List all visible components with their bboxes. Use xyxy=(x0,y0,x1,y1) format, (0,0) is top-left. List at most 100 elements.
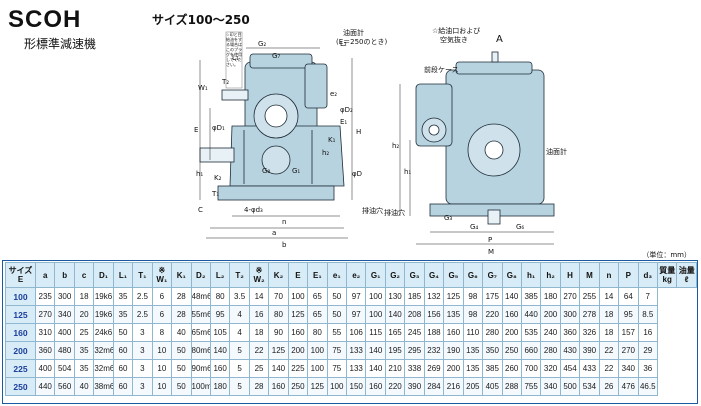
label-t1: T₁ xyxy=(211,190,219,198)
table-cell: 340 xyxy=(54,305,75,324)
table-cell: 232 xyxy=(423,341,445,360)
table-cell: 16 xyxy=(248,305,270,324)
table-cell: 400 xyxy=(54,323,75,342)
table-cell: 300 xyxy=(559,305,581,324)
column-header: b xyxy=(54,262,75,288)
table-cell: 288 xyxy=(501,377,522,396)
label-e1: E₁ xyxy=(340,118,347,126)
table-cell: 140 xyxy=(384,305,406,324)
row-size: 200 xyxy=(5,341,36,360)
column-header: K₁ xyxy=(171,262,192,288)
table-cell: 35 xyxy=(112,305,134,324)
label-k2: K₂ xyxy=(214,174,222,182)
column-header: G₇ xyxy=(482,262,503,288)
table-cell: 250 xyxy=(287,377,309,396)
size-range: サイズ100～250 xyxy=(152,13,250,27)
label-h2: h₂ xyxy=(322,149,329,157)
table-cell: 250 xyxy=(501,341,522,360)
table-cell: 440 xyxy=(520,305,542,324)
table-cell: 10 xyxy=(151,377,173,396)
table-cell: 284 xyxy=(423,377,445,396)
table-cell: 3 xyxy=(132,377,153,396)
column-header: G₃ xyxy=(404,262,425,288)
label-drain: 排油穴 xyxy=(362,206,383,215)
table-cell: 40 xyxy=(171,323,192,342)
table-cell: 270 xyxy=(618,341,639,360)
label-g2: G₂ xyxy=(258,40,266,48)
table-cell: 50 xyxy=(171,377,192,396)
table-cell: 95 xyxy=(209,305,231,324)
table-cell: 8.5 xyxy=(637,305,659,324)
table-cell: 50 xyxy=(326,305,348,324)
table-cell: 18 xyxy=(248,323,270,342)
column-header: 質量 kg xyxy=(656,262,678,288)
column-header: L₂ xyxy=(209,262,231,288)
table-cell: 28 xyxy=(171,305,192,324)
table-cell: 5 xyxy=(229,359,250,378)
table-cell: 7 xyxy=(637,287,659,306)
table-cell: 2.5 xyxy=(132,287,153,306)
label-c: C xyxy=(198,206,203,214)
table-cell: 28 xyxy=(248,377,270,396)
table-cell: 160 xyxy=(501,305,522,324)
table-cell: 25 xyxy=(73,323,95,342)
table-cell: 25 xyxy=(248,359,270,378)
label-m: M xyxy=(488,248,494,256)
table-cell: 360 xyxy=(559,323,581,342)
table-cell: 60 xyxy=(112,377,134,396)
table-cell: 340 xyxy=(618,359,639,378)
table-cell: 16 xyxy=(637,323,659,342)
label-g4: G₄ xyxy=(470,223,478,231)
column-header: G₈ xyxy=(501,262,522,288)
row-size: 250 xyxy=(5,377,36,396)
table-cell: 350 xyxy=(482,341,503,360)
table-cell: 19k6 xyxy=(93,305,114,324)
table-cell: 430 xyxy=(559,341,581,360)
table-cell: 188 xyxy=(423,323,445,342)
table-cell: 140 xyxy=(268,359,289,378)
plug-note-text: ☆印と目給油をする場合はこのプラグを使用してください。 xyxy=(226,32,242,67)
label-w1: W₁ xyxy=(198,84,208,92)
table-cell: 220 xyxy=(384,377,406,396)
table-cell: 100 xyxy=(287,287,309,306)
table-cell: 65 xyxy=(307,305,328,324)
table-cell: 100 xyxy=(326,377,348,396)
table-cell: 32m6 xyxy=(93,359,114,378)
column-header: G₅ xyxy=(443,262,464,288)
table-cell: 5 xyxy=(229,377,250,396)
column-header: a xyxy=(34,262,56,288)
table-cell: 135 xyxy=(462,341,484,360)
label-h: H xyxy=(356,128,361,136)
label-n: n xyxy=(282,218,286,226)
table-cell: 125 xyxy=(287,305,309,324)
table-cell: 4 xyxy=(229,323,250,342)
table-cell: 205 xyxy=(462,377,484,396)
table-cell: 19k6 xyxy=(93,287,114,306)
column-header: T₂ xyxy=(229,262,250,288)
label-g1: G₁ xyxy=(292,167,300,175)
table-cell: 35 xyxy=(73,341,95,360)
column-header: E₁ xyxy=(307,262,328,288)
table-cell: 220 xyxy=(482,305,503,324)
table-cell: 65m6 xyxy=(190,323,211,342)
table-cell: 48m6 xyxy=(190,287,211,306)
label-phid: φD xyxy=(352,170,362,178)
table-cell: 95 xyxy=(618,305,639,324)
label-phid1: φD₁ xyxy=(212,124,225,132)
row-size: 160 xyxy=(5,323,36,342)
table-cell: 75 xyxy=(326,359,348,378)
column-header: n xyxy=(598,262,620,288)
table-cell: 200 xyxy=(540,305,561,324)
table-cell: 433 xyxy=(579,359,600,378)
column-header: M xyxy=(579,262,600,288)
table-cell: 18 xyxy=(73,287,95,306)
front-view-dimensions xyxy=(399,84,554,245)
table-cell: 200 xyxy=(501,323,522,342)
column-header: h₁ xyxy=(520,262,542,288)
table-cell: 140 xyxy=(365,359,386,378)
table-cell: 360 xyxy=(34,341,56,360)
table-cell: 50 xyxy=(326,287,348,306)
table-cell: 165 xyxy=(384,323,406,342)
